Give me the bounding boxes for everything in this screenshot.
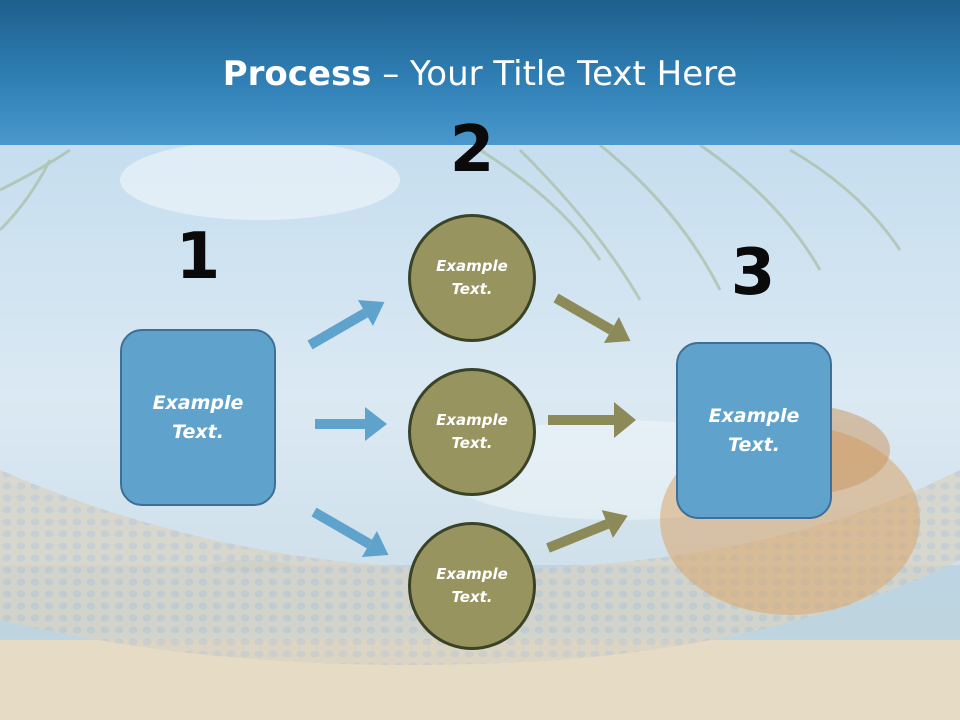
- arrow-to-middle-circle: [315, 407, 387, 441]
- left-process-box: Example Text.: [120, 329, 276, 506]
- step-number-3: 3: [730, 236, 776, 310]
- right-process-box: Example Text.: [676, 342, 832, 519]
- title-bar: [0, 0, 960, 145]
- title-bold: Process: [222, 54, 372, 94]
- arrow-from-middle-circle: [548, 402, 636, 438]
- slide-title: Process – Your Title Text Here: [0, 52, 960, 96]
- top-circle-text: Example Text.: [436, 257, 508, 298]
- arrow-to-bottom-circle: [311, 507, 389, 557]
- step-number-2: 2: [449, 113, 495, 187]
- left-box-text: Example Text.: [152, 391, 244, 443]
- bottom-circle-text: Example Text.: [436, 565, 508, 606]
- right-box-text: Example Text.: [708, 404, 800, 456]
- step-number-1: 1: [175, 220, 221, 294]
- top-circle: Example Text.: [408, 214, 536, 342]
- bottom-circle: Example Text.: [408, 522, 536, 650]
- middle-circle-text: Example Text.: [436, 411, 508, 452]
- arrow-from-top-circle: [553, 293, 631, 343]
- title-rest: – Your Title Text Here: [371, 54, 738, 94]
- middle-circle: Example Text.: [408, 368, 536, 496]
- arrow-from-bottom-circle: [546, 510, 628, 553]
- arrow-to-top-circle: [307, 300, 385, 350]
